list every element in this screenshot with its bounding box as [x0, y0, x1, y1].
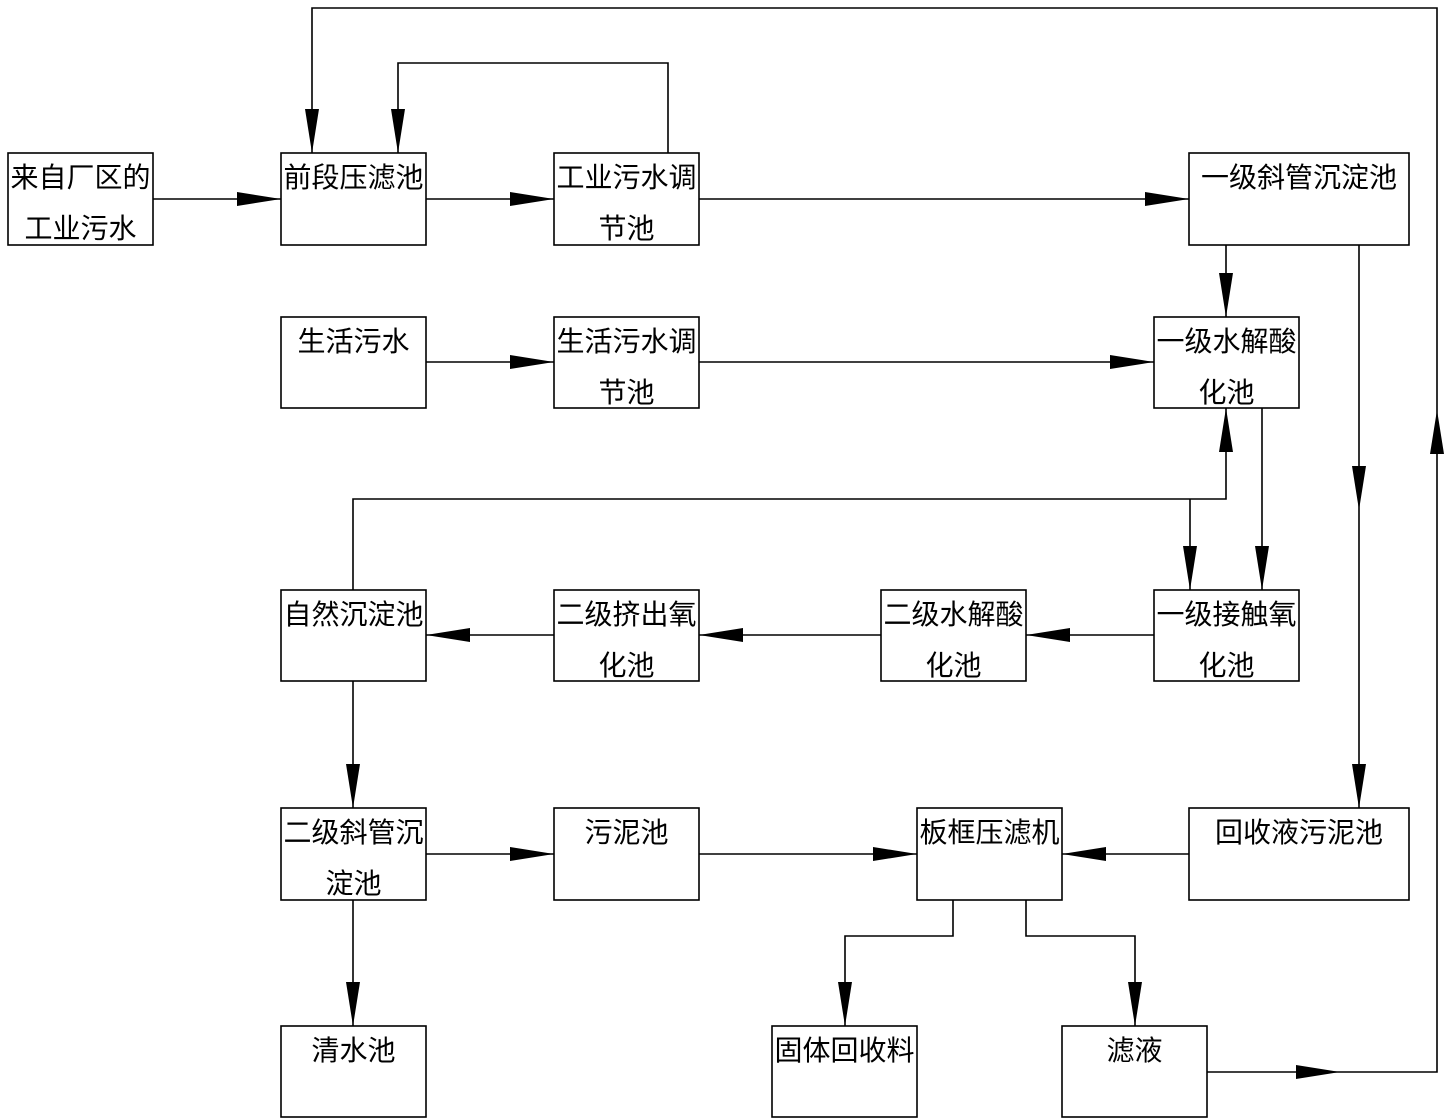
arrowhead-secondary-inclined-tube-settler-to-sludge-tank: [510, 847, 554, 861]
node-box: [280, 589, 427, 682]
node-plate-frame-filter-press: 板框压滤机: [916, 807, 1063, 901]
edge-industrial-regulating-tank-to-front-filter-press-tank: [397, 62, 669, 153]
arrowhead-industrial-regulating-tank-to-primary-inclined-tube-settler: [1145, 192, 1189, 206]
arrowhead-domestic-sewage-to-domestic-regulating-tank: [510, 355, 554, 369]
node-label: 节池: [598, 376, 654, 409]
node-box: [1188, 807, 1410, 901]
arrowhead-primary-contact-oxidation-tank-to-secondary-hydrolysis-acidification-tank: [1026, 628, 1070, 642]
arrowhead-secondary-inclined-tube-settler-to-clear-water-tank: [346, 982, 360, 1026]
node-label: 化池: [1198, 376, 1254, 409]
node-label: 来自厂区的: [10, 161, 150, 194]
arrowhead-industrial-wastewater-to-front-filter-press-tank: [237, 192, 281, 206]
arrowhead-filtrate-to-front-filter-press-tank: [305, 109, 319, 153]
arrowhead-industrial-regulating-tank-to-front-filter-press-tank: [391, 109, 405, 153]
node-label: 前段压滤池: [283, 161, 423, 194]
node-label: 滤液: [1106, 1034, 1162, 1067]
node-label: 回收液污泥池: [1215, 816, 1383, 849]
arrowhead-primary-inclined-tube-settler-to-primary-hydrolysis-acidification-tank: [1219, 273, 1233, 317]
node-box: [1188, 152, 1410, 246]
node-clear-water-tank: 清水池: [280, 1025, 427, 1118]
arrowhead-natural-sedimentation-tank-to-primary-hydrolysis-acidification-tank: [1219, 408, 1233, 452]
connectors: [153, 7, 1444, 1079]
node-label: 一级斜管沉淀池: [1201, 161, 1397, 194]
node-box: [553, 807, 700, 901]
node-label: 清水池: [311, 1034, 395, 1067]
node-label: 节池: [598, 212, 654, 245]
node-solid-recovered-material: 固体回收料: [771, 1025, 918, 1118]
node-recovered-liquid-sludge-tank: 回收液污泥池: [1188, 807, 1410, 901]
node-primary-inclined-tube-settler: 一级斜管沉淀池: [1188, 152, 1410, 246]
arrowhead-mid-primary-inclined-tube-settler-to-recovered-liquid-sludge-tank: [1352, 466, 1366, 510]
node-box: [1153, 589, 1300, 682]
node-box: [916, 807, 1063, 901]
node-label: 生活污水调: [556, 325, 696, 358]
arrowhead-domestic-regulating-tank-to-primary-hydrolysis-acidification-tank: [1110, 355, 1154, 369]
node-box: [553, 589, 700, 682]
node-box: [553, 152, 700, 246]
arrowhead-primary-hydrolysis-acidification-tank-to-primary-contact-oxidation-tank: [1255, 546, 1269, 590]
arrowhead-sludge-tank-to-plate-frame-filter-press: [873, 847, 917, 861]
node-label: 淀池: [325, 867, 381, 900]
edge-filtrate-to-front-filter-press-tank: [311, 7, 1438, 1073]
edge-natural-sedimentation-tank-to-primary-hydrolysis-acidification-tank: [352, 408, 1227, 590]
node-box: [771, 1025, 918, 1118]
node-label: 自然沉淀池: [283, 598, 423, 631]
arrowhead-natural-sedimentation-tank-to-secondary-inclined-tube-settler: [346, 764, 360, 808]
node-label: 一级水解酸: [1156, 325, 1296, 358]
arrowhead-mid-filtrate-to-front-filter-press-tank: [1430, 410, 1444, 454]
node-label: 化池: [925, 649, 981, 682]
arrowhead-recovered-liquid-sludge-tank-to-plate-frame-filter-press: [1062, 847, 1106, 861]
node-label: 工业污水调: [556, 161, 696, 194]
arrowhead-primary-inclined-tube-settler-to-recovered-liquid-sludge-tank: [1352, 764, 1366, 808]
node-label: 污泥池: [584, 816, 668, 849]
node-label: 生活污水: [297, 325, 409, 358]
edge-plate-frame-filter-press-to-solid-recovered-material: [844, 900, 954, 1026]
node-label: 工业污水: [24, 212, 136, 245]
arrowhead-secondary-hydrolysis-acidification-tank-to-secondary-extrusion-oxidation-tank: [699, 628, 743, 642]
node-box: [1153, 316, 1300, 409]
arrowhead-front-filter-press-tank-to-industrial-regulating-tank: [510, 192, 554, 206]
node-label: 二级水解酸: [883, 598, 1023, 631]
node-box: [280, 152, 427, 246]
node-box: [7, 152, 154, 246]
node-label: 二级斜管沉: [283, 816, 423, 849]
arrowhead-natural-sedimentation-tank-to-primary-contact-oxidation-tank: [1183, 546, 1197, 590]
node-label: 板框压滤机: [919, 816, 1059, 849]
node-label: 一级接触氧: [1156, 598, 1296, 631]
node-box: [880, 589, 1027, 682]
node-label: 固体回收料: [774, 1034, 914, 1067]
edge-plate-frame-filter-press-to-filtrate: [1025, 900, 1136, 1026]
arrowhead-secondary-extrusion-oxidation-tank-to-natural-sedimentation-tank: [426, 628, 470, 642]
node-natural-sedimentation-tank: 自然沉淀池: [280, 589, 427, 682]
node-box: [280, 1025, 427, 1118]
node-box: [1061, 1025, 1208, 1118]
node-label: 二级挤出氧: [556, 598, 696, 631]
arrowhead-mid-filtrate-to-front-filter-press-tank: [1296, 1065, 1340, 1079]
process-nodes: 来自厂区的工业污水前段压滤池工业污水调节池一级斜管沉淀池生活污水生活污水调节池一…: [7, 152, 1410, 1118]
node-sludge-tank: 污泥池: [553, 807, 700, 901]
node-box: [553, 316, 700, 409]
node-label: 化池: [1198, 649, 1254, 682]
arrowhead-plate-frame-filter-press-to-solid-recovered-material: [838, 982, 852, 1026]
arrowhead-plate-frame-filter-press-to-filtrate: [1128, 982, 1142, 1026]
node-box: [280, 316, 427, 409]
node-box: [280, 807, 427, 901]
node-label: 化池: [598, 649, 654, 682]
node-domestic-sewage: 生活污水: [280, 316, 427, 409]
node-filtrate: 滤液: [1061, 1025, 1208, 1118]
node-front-filter-press-tank: 前段压滤池: [280, 152, 427, 246]
